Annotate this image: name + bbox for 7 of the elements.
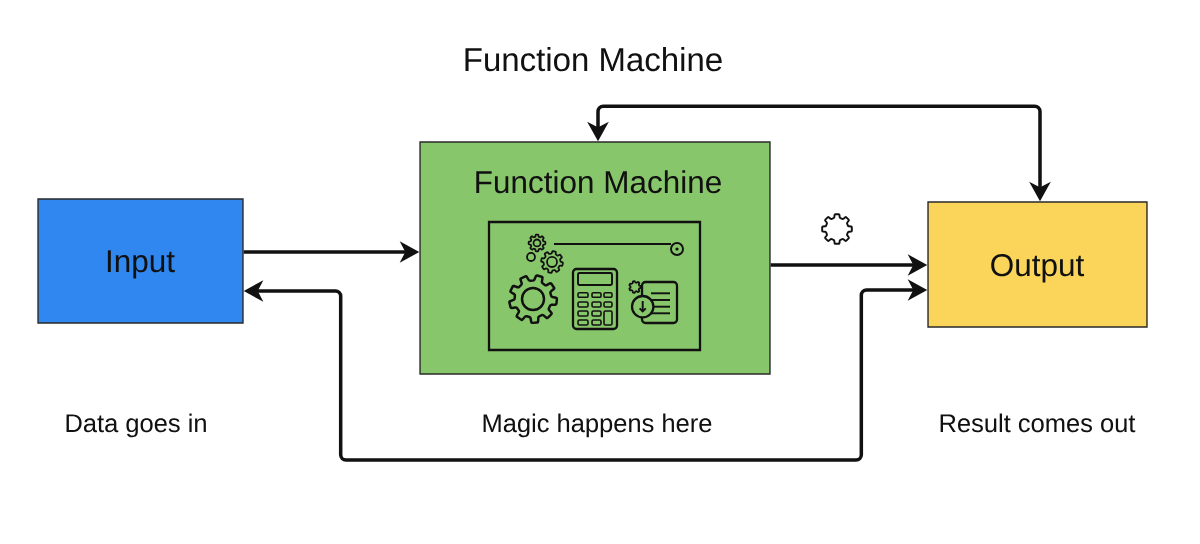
node-label: Data goes in — [66, 413, 206, 438]
output-box: Output — [927, 201, 1148, 328]
node-label: Result comes out — [940, 413, 1136, 433]
process-box: Function Machine — [419, 141, 771, 375]
node-label: Magic happens here — [483, 413, 712, 438]
title: Function Machine — [465, 47, 722, 72]
input-box: Input — [37, 198, 244, 324]
